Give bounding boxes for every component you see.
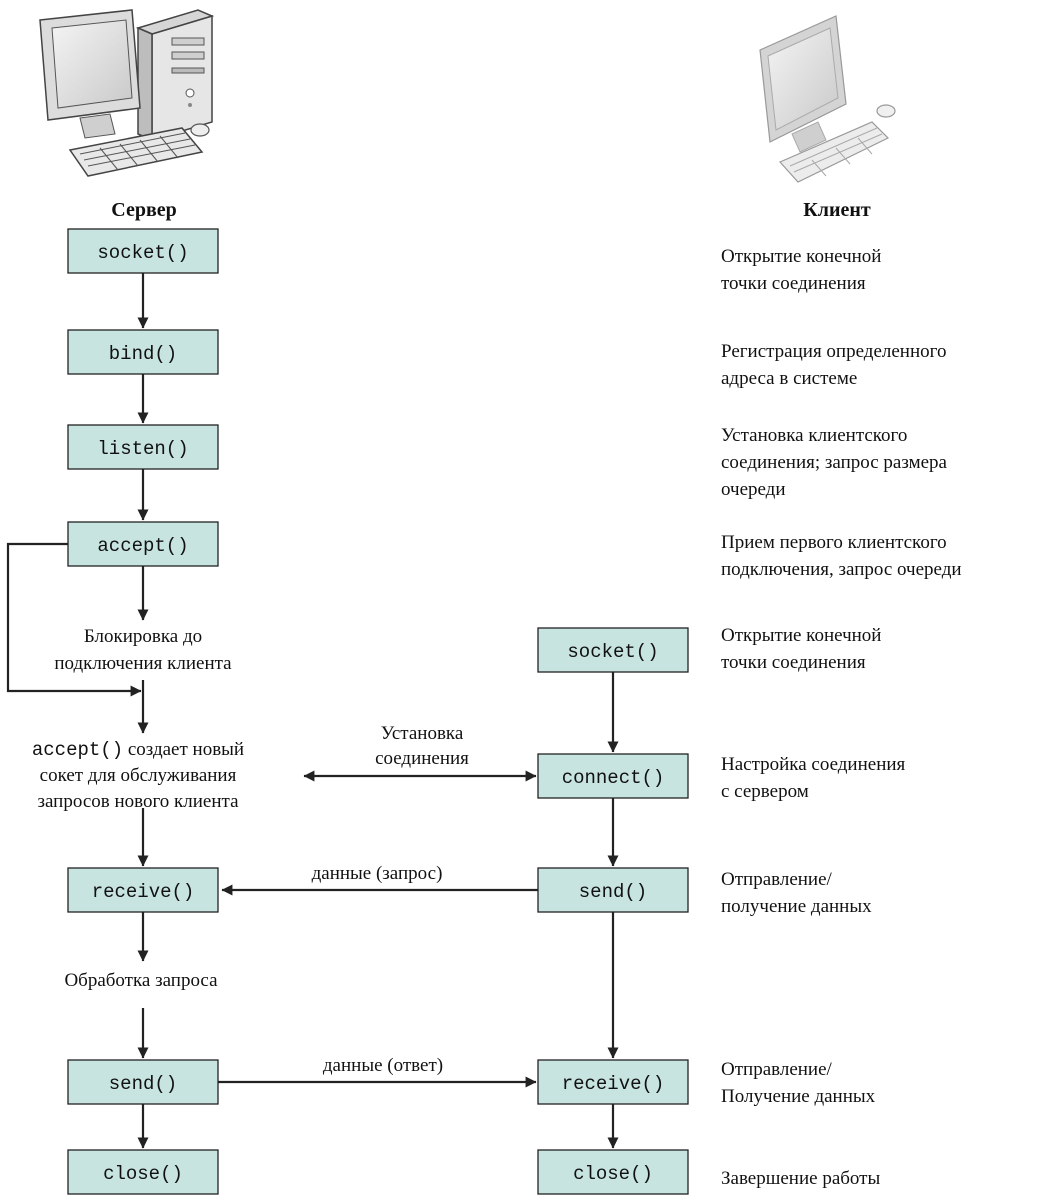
desc-send-line1: Отправление/ xyxy=(721,869,833,890)
client-receive-label: receive() xyxy=(562,1073,665,1095)
accept-loop-arrow xyxy=(6,542,142,697)
client-close-box xyxy=(537,1149,689,1195)
server-socket-label: socket() xyxy=(97,242,188,264)
client-receive-box xyxy=(537,1059,689,1105)
server-close-label: close() xyxy=(103,1163,183,1185)
desc-bind-line2: адреса в системе xyxy=(721,368,857,389)
server-accept-box xyxy=(67,521,219,567)
request-label: данные (запрос) xyxy=(312,863,443,884)
block-note-line1: Блокировка до xyxy=(84,626,202,647)
desc-bind-line1: Регистрация определенного xyxy=(721,341,946,362)
desc-accept-line2: подключения, запрос очереди xyxy=(721,559,962,580)
server-accept-label: accept() xyxy=(97,535,188,557)
server-title: Сервер xyxy=(111,199,177,221)
client-socket-box xyxy=(537,627,689,673)
client-title: Клиент xyxy=(803,199,871,221)
connection-label-line1: Установка xyxy=(381,723,464,744)
desc-receive-line2: Получение данных xyxy=(721,1086,876,1107)
newsocket-note-line1: accept() создает новый xyxy=(32,739,244,761)
desktop-computer-tower-icon xyxy=(39,9,215,177)
client-send-label: send() xyxy=(579,881,647,903)
block-note-line2: подключения клиента xyxy=(54,653,232,674)
desc-send-line2: получение данных xyxy=(721,896,872,917)
desc-listen-line2: соединения; запрос размера xyxy=(721,452,948,473)
server-bind-box xyxy=(67,329,219,375)
server-listen-label: listen() xyxy=(97,438,188,460)
desc-socket-open-line2: точки соединения xyxy=(721,273,866,294)
monitor-keyboard-icon xyxy=(759,15,896,183)
desc-receive-line1: Отправление/ xyxy=(721,1059,833,1080)
server-close-box xyxy=(67,1149,219,1195)
desc-client-socket-line2: точки соединения xyxy=(721,652,866,673)
desc-socket-open-line1: Открытие конечной xyxy=(721,246,881,267)
server-listen-box xyxy=(67,424,219,470)
desc-listen-line3: очереди xyxy=(721,479,786,500)
server-socket-box xyxy=(67,228,219,274)
client-close-label: close() xyxy=(573,1163,653,1185)
client-send-box xyxy=(537,867,689,913)
desc-listen-line1: Установка клиентского xyxy=(721,425,907,446)
server-bind-label: bind() xyxy=(109,343,177,365)
client-connect-label: connect() xyxy=(562,767,665,789)
client-socket-label: socket() xyxy=(567,641,658,663)
server-receive-label: receive() xyxy=(92,881,195,903)
process-note: Обработка запроса xyxy=(64,970,218,991)
desc-close: Завершение работы xyxy=(721,1168,880,1189)
response-label: данные (ответ) xyxy=(323,1055,443,1076)
desc-accept-line1: Прием первого клиентского xyxy=(721,532,947,553)
newsocket-note-line3: запросов нового клиента xyxy=(37,791,239,812)
desc-client-socket-line1: Открытие конечной xyxy=(721,625,881,646)
desc-connect-line1: Настройка соединения xyxy=(721,754,906,775)
newsocket-note-line2: сокет для обслуживания xyxy=(40,765,237,786)
connection-label-line2: соединения xyxy=(375,748,469,769)
client-connect-box xyxy=(537,753,689,799)
server-send-label: send() xyxy=(109,1073,177,1095)
desc-connect-line2: с сервером xyxy=(721,781,809,802)
